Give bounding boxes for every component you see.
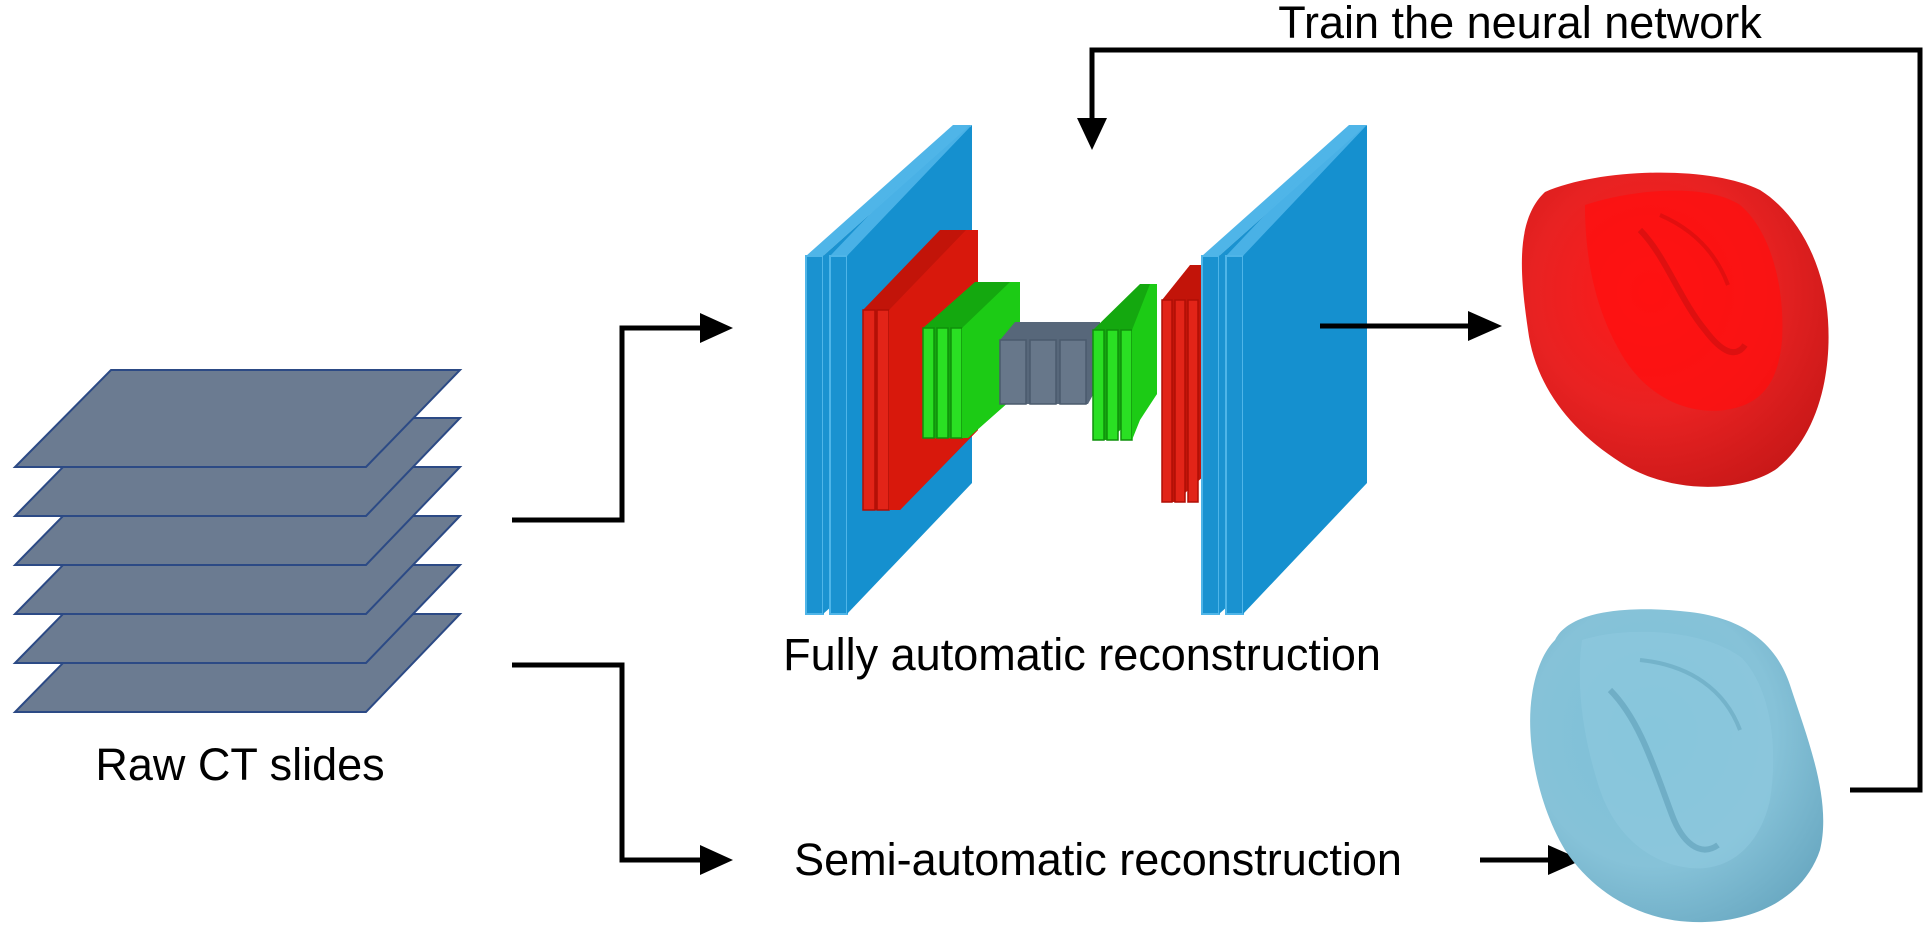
fully-automatic-label: Fully automatic reconstruction bbox=[783, 629, 1381, 680]
arrow-to-network bbox=[512, 313, 733, 523]
arrow-to-red-heart bbox=[1320, 311, 1502, 341]
network-icon bbox=[805, 125, 1367, 615]
raw-ct-label: Raw CT slides bbox=[95, 739, 384, 790]
arrow-to-semi-auto bbox=[512, 662, 733, 875]
arrow-to-blue-heart bbox=[1480, 845, 1582, 875]
train-network-label: Train the neural network bbox=[1278, 0, 1762, 48]
semi-automatic-label: Semi-automatic reconstruction bbox=[794, 834, 1402, 885]
ct-slice bbox=[12, 369, 463, 468]
feedback-arrow bbox=[1077, 47, 1923, 793]
ct-stack-icon bbox=[12, 369, 463, 713]
red-heart-icon bbox=[1521, 172, 1829, 487]
blue-heart-icon bbox=[1530, 609, 1824, 923]
